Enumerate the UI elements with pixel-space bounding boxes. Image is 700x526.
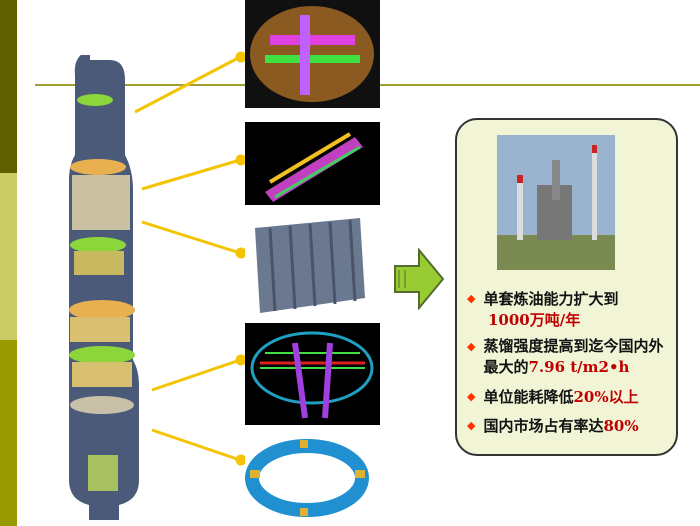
- tray-image-1: [245, 0, 380, 108]
- bullet-text: 国内市场占有率达: [483, 417, 604, 435]
- summary-box: ◆ 单套炼油能力扩大到 1000万吨/年 ◆ 蒸馏强度提高到迄今国内外最大的7.96 …: [455, 118, 678, 456]
- side-bar-dark: [0, 0, 17, 173]
- bullet-energy: ◆ 单位能耗降低20%以上: [467, 386, 639, 408]
- distributor-image: [245, 323, 380, 425]
- distillation-column-image: [69, 55, 139, 520]
- diamond-bullet-icon: ◆: [467, 340, 476, 353]
- callout-lines: [134, 51, 247, 466]
- side-bar-mid: [0, 340, 17, 526]
- ring-image: [245, 430, 380, 526]
- bullet-highlight: 20%: [573, 388, 609, 406]
- diamond-bullet-icon: ◆: [467, 419, 476, 432]
- bullet-suffix: 以上: [608, 388, 639, 406]
- diamond-bullet-icon: ◆: [467, 390, 476, 403]
- bullet-highlight: 1000万吨/年: [488, 311, 581, 329]
- bullet-text: 蒸馏强度提高到迄今国内外最大的: [483, 337, 664, 376]
- beam-image: [245, 122, 380, 205]
- bullet-market: ◆ 国内市场占有率达80%: [467, 415, 639, 437]
- bullet-text: 单套炼油能力扩大到: [483, 290, 619, 308]
- bullet-text: 单位能耗降低: [483, 388, 574, 406]
- bullet-capacity: ◆ 单套炼油能力扩大到 1000万吨/年: [467, 288, 618, 331]
- bullet-highlight: 80%: [603, 417, 639, 435]
- bullet-intensity: ◆ 蒸馏强度提高到迄今国内外最大的7.96 t/m2•h: [467, 336, 672, 378]
- diamond-bullet-icon: ◆: [467, 292, 476, 305]
- side-bar-light: [0, 173, 17, 340]
- right-arrow-icon: [394, 248, 445, 310]
- bullet-highlight: 7.96 t/m2•h: [528, 358, 630, 376]
- refinery-photo: [497, 135, 615, 270]
- packing-image: [245, 213, 380, 318]
